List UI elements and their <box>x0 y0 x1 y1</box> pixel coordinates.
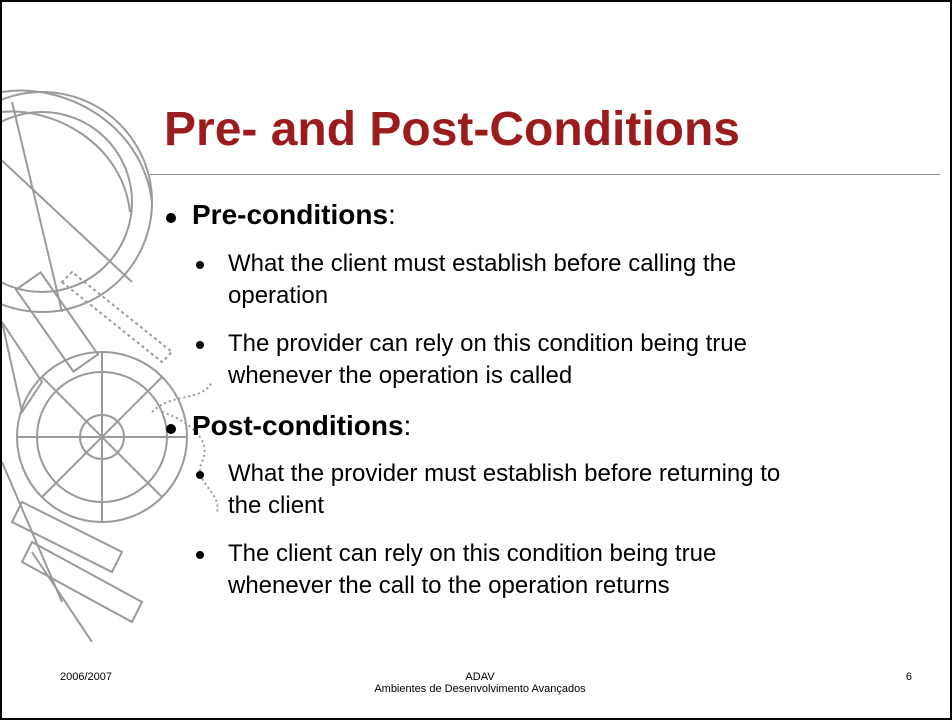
subitem-line: The provider can rely on this condition … <box>228 330 747 357</box>
bullet-dot-icon <box>196 341 204 349</box>
subitem-line: The client can rely on this condition be… <box>228 540 717 567</box>
title-divider <box>150 174 940 175</box>
bullet-suffix: : <box>388 199 396 230</box>
subitem-line: whenever the call to the operation retur… <box>228 572 670 599</box>
subitem-line: What the provider must establish before … <box>228 460 781 487</box>
subitem-line: the client <box>228 492 325 519</box>
bullet-dot-icon <box>196 471 204 479</box>
bullet-suffix: : <box>403 410 412 441</box>
page-number: 6 <box>905 671 912 683</box>
bullet-label: Pre-conditions <box>192 199 389 230</box>
subitem-line: What the client must establish before ca… <box>228 250 737 277</box>
slide-title: Pre- and Post-Conditions <box>164 103 740 156</box>
bullet-dot-icon <box>166 424 176 434</box>
astrolabe-watermark-icon <box>2 89 219 642</box>
subitem-line: operation <box>228 282 329 309</box>
footer-course-code: ADAV <box>465 671 495 683</box>
footer-date: 2006/2007 <box>60 671 112 683</box>
footer-course: ADAV Ambientes de Desenvolvimento Avança… <box>300 671 660 695</box>
bullet-dot-icon <box>196 551 204 559</box>
bullet-label: Post-conditions <box>192 410 404 441</box>
bullet-dot-icon <box>196 261 204 269</box>
footer-course-name: Ambientes de Desenvolvimento Avançados <box>374 683 586 695</box>
bullet-dot-icon <box>166 213 176 223</box>
subitem-line: whenever the operation is called <box>228 362 573 389</box>
